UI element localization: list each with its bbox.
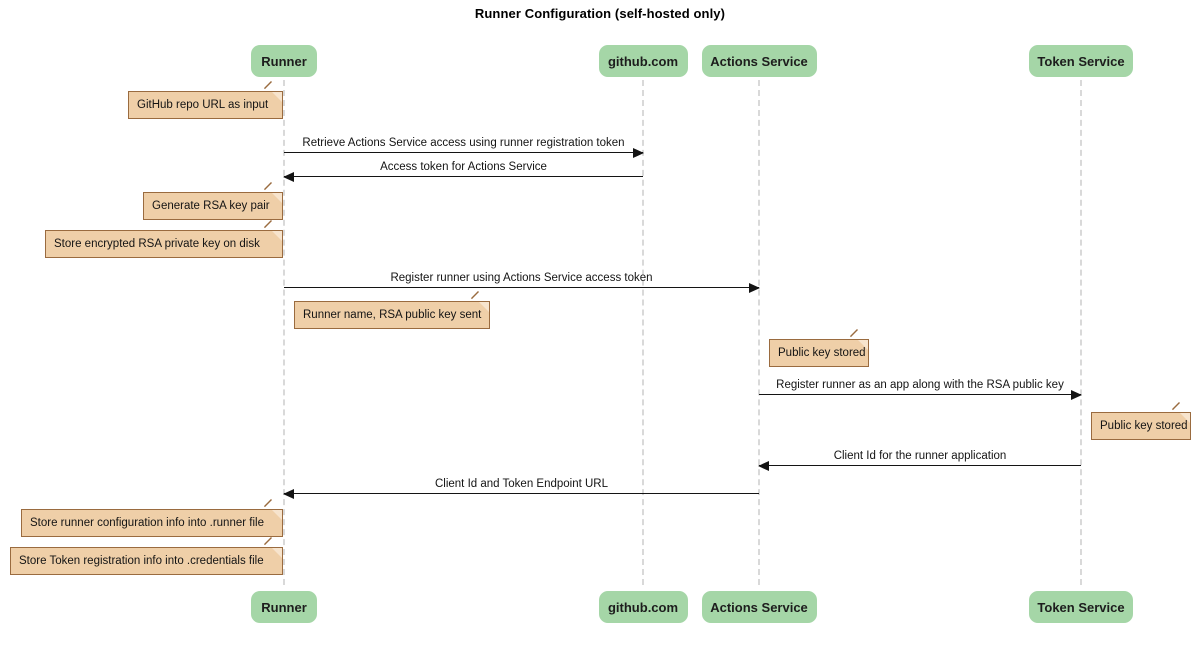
participant-label: Actions Service <box>710 53 808 69</box>
note: Public key stored <box>1091 402 1191 440</box>
participant-token-bottom[interactable]: Token Service <box>1029 591 1133 623</box>
message-arrow: Access token for Actions Service <box>283 161 643 182</box>
note-text: GitHub repo URL as input <box>137 99 269 111</box>
note: Runner name, RSA public key sent <box>294 291 490 329</box>
note-fold-corner-icon <box>272 231 282 241</box>
note-fold-corner-icon <box>272 92 282 102</box>
note-text: Runner name, RSA public key sent <box>303 309 482 321</box>
participant-label: Token Service <box>1037 599 1125 615</box>
arrowhead-left-icon <box>283 171 294 182</box>
note: Public key stored <box>769 329 869 367</box>
note-fold-corner-icon <box>272 193 282 203</box>
participant-github-bottom[interactable]: github.com <box>598 591 688 623</box>
message-label: Access token for Actions Service <box>380 161 547 173</box>
note-fold-corner-icon <box>272 548 282 558</box>
participant-runner-bottom[interactable]: Runner <box>251 591 317 623</box>
participant-actions-top[interactable]: Actions Service <box>701 45 817 77</box>
note-text: Public key stored <box>1100 420 1188 432</box>
lifeline-actions <box>758 80 760 585</box>
note: Store Token registration info into .cred… <box>10 537 283 575</box>
note-fold-corner-icon <box>1180 413 1190 423</box>
participant-label: Runner <box>261 599 307 615</box>
message-arrow: Register runner using Actions Service ac… <box>284 272 760 293</box>
message-label: Client Id for the runner application <box>833 450 1007 462</box>
arrowhead-left-icon <box>758 460 769 471</box>
note: Generate RSA key pair <box>143 182 283 220</box>
participant-label: Actions Service <box>710 599 808 615</box>
note-fold-corner-icon <box>272 510 282 520</box>
message-label: Register runner as an app along with the… <box>776 379 1064 391</box>
message-label: Register runner using Actions Service ac… <box>390 272 653 284</box>
participant-token-top[interactable]: Token Service <box>1029 45 1133 77</box>
participant-label: github.com <box>607 53 679 69</box>
arrowhead-left-icon <box>283 488 294 499</box>
note-text: Store encrypted RSA private key on disk <box>54 238 260 250</box>
page-title: Runner Configuration (self-hosted only) <box>474 6 726 21</box>
lifeline-token <box>1080 80 1082 585</box>
lifeline-runner <box>283 80 285 585</box>
note: GitHub repo URL as input <box>128 81 283 119</box>
note-text: Generate RSA key pair <box>152 200 270 212</box>
arrowhead-right-icon <box>1071 389 1082 400</box>
note: Store runner configuration info into .ru… <box>21 499 283 537</box>
note-text: Store Token registration info into .cred… <box>19 555 264 567</box>
participant-label: Runner <box>261 53 307 69</box>
participant-github-top[interactable]: github.com <box>598 45 688 77</box>
message-label: Client Id and Token Endpoint URL <box>434 478 609 490</box>
message-arrow: Retrieve Actions Service access using ru… <box>284 137 644 158</box>
arrowhead-right-icon <box>749 282 760 293</box>
message-arrow: Register runner as an app along with the… <box>759 379 1082 400</box>
note-text: Public key stored <box>778 347 866 359</box>
participant-label: Token Service <box>1037 53 1125 69</box>
participant-label: github.com <box>607 599 679 615</box>
message-arrow: Client Id and Token Endpoint URL <box>283 478 759 499</box>
lifeline-github <box>642 80 644 585</box>
participant-runner-top[interactable]: Runner <box>251 45 317 77</box>
arrowhead-right-icon <box>633 147 644 158</box>
note-fold-corner-icon <box>479 302 489 312</box>
note: Store encrypted RSA private key on disk <box>45 220 283 258</box>
note-text: Store runner configuration info into .ru… <box>30 517 264 529</box>
participant-actions-bottom[interactable]: Actions Service <box>701 591 817 623</box>
note-fold-corner-icon <box>858 340 868 350</box>
message-arrow: Client Id for the runner application <box>758 450 1081 471</box>
message-label: Retrieve Actions Service access using ru… <box>302 137 625 149</box>
